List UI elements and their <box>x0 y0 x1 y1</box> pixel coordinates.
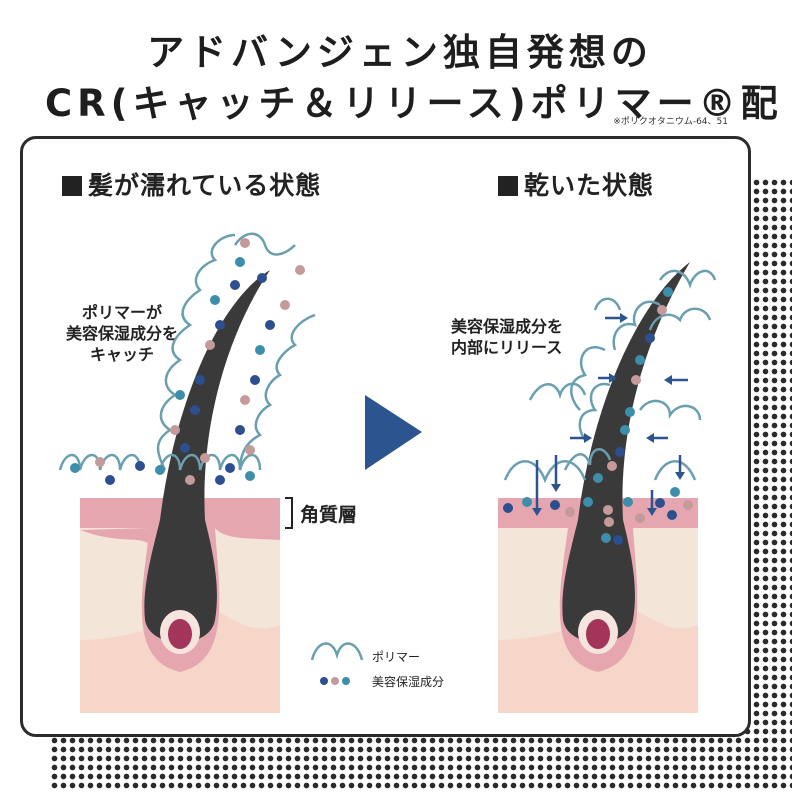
legend-dot-icon <box>331 677 339 685</box>
ingredient-dots-left <box>70 238 305 485</box>
dry-callout: 美容保湿成分を 内部にリリース <box>451 316 563 358</box>
hair-root <box>562 520 635 643</box>
legend <box>310 642 364 685</box>
layer-bracket <box>285 497 293 529</box>
dry-state-heading: 乾いた状態 <box>498 166 654 202</box>
hair-strand <box>578 262 690 520</box>
hair-root <box>144 520 217 643</box>
wet-callout-line: ポリマーが <box>82 303 163 322</box>
wet-callout: ポリマーが 美容保湿成分を キャッチ <box>66 302 178 365</box>
dry-state-title: 乾いた状態 <box>524 171 655 200</box>
release-arrows <box>532 313 688 516</box>
legend-polymer-icon <box>310 642 364 661</box>
square-bullet-icon <box>498 176 518 196</box>
ingredient-dots-right <box>503 287 693 545</box>
square-bullet-icon <box>62 176 82 196</box>
hair-bulb-core <box>586 619 610 649</box>
dry-callout-line: 美容保湿成分を <box>451 317 564 336</box>
legend-dot-icon <box>320 677 328 685</box>
wet-callout-line: 美容保湿成分を <box>66 324 179 343</box>
wet-state-title: 髪が濡れている状態 <box>88 171 322 200</box>
dry-skin-diagram <box>498 262 717 713</box>
dry-callout-line: 内部にリリース <box>451 338 563 357</box>
legend-ingredient-label: 美容保湿成分 <box>372 675 445 689</box>
transition-arrow-icon <box>365 395 422 470</box>
wet-callout-line: キャッチ <box>90 345 155 364</box>
stratum-corneum-label: 角質層 <box>300 504 358 526</box>
legend-dot-icon <box>342 677 350 685</box>
headline-line-1: アドバンジェン独自発想の <box>147 31 653 74</box>
polymer-chain-left <box>58 232 316 471</box>
polymer-chain-right <box>503 269 717 484</box>
wet-state-heading: 髪が濡れている状態 <box>62 166 321 202</box>
legend-polymer-label: ポリマー <box>372 650 421 664</box>
footnote: ※ポリクオタニウム-64、51 <box>613 117 728 127</box>
hair-bulb-core <box>168 619 192 649</box>
